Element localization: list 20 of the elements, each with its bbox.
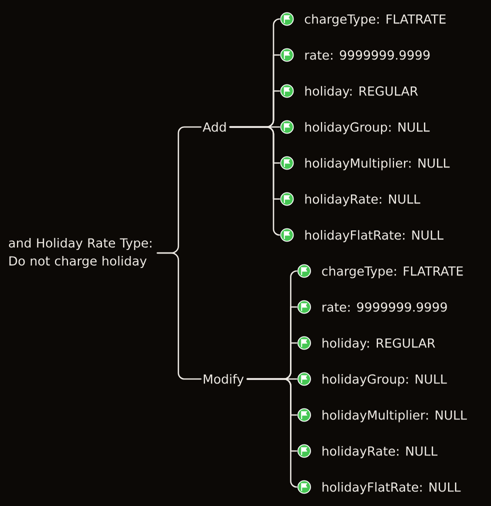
- item-label: chargeType: FLATRATE: [304, 14, 446, 26]
- item-label: holidayFlatRate: NULL: [305, 230, 444, 242]
- item-label: holiday: REGULAR: [305, 86, 418, 98]
- item-label: rate: 9999999.9999: [305, 50, 430, 60]
- brace: [246, 378, 298, 488]
- item-label: holidayMultiplier: NULL: [322, 410, 467, 422]
- item-label: holiday: REGULAR: [322, 338, 436, 350]
- item-label: holidayGroup: NULL: [322, 374, 447, 386]
- item-label: chargeType: FLATRATE: [322, 266, 463, 278]
- item-label: holidayMultiplier: NULL: [305, 158, 450, 170]
- brace: [229, 126, 280, 236]
- topic-label: and Holiday Rate Type: Do not charge holiday: [8, 238, 152, 268]
- item-label: rate: 9999999.9999: [322, 302, 447, 312]
- item-label: holidayGroup: NULL: [305, 122, 430, 134]
- branch-label: Modify: [204, 374, 244, 386]
- item-label: holidayFlatRate: NULL: [322, 482, 461, 494]
- brace: [156, 252, 202, 380]
- branch-label: Add: [202, 122, 226, 132]
- item-label: holidayRate: NULL: [305, 194, 420, 206]
- item-label: holidayRate: NULL: [322, 446, 438, 458]
